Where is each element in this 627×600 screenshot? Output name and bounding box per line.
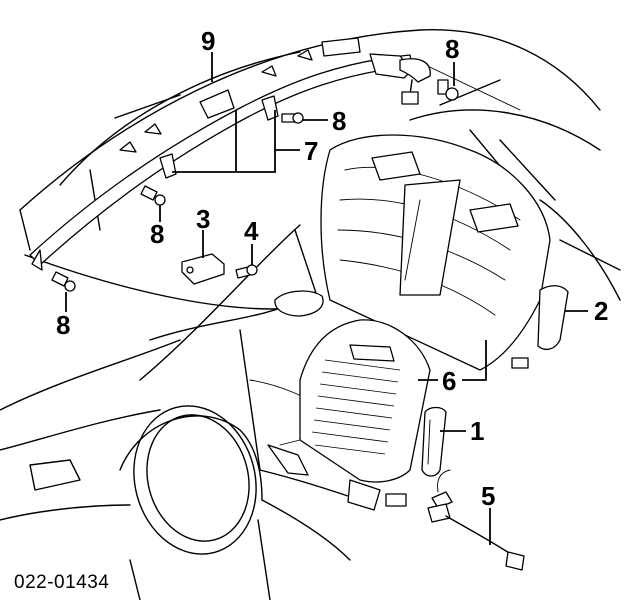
leader-lines xyxy=(65,52,588,545)
car-body-outline xyxy=(0,29,621,600)
callout-8-lower: 8 xyxy=(56,310,70,340)
bolt-8-left xyxy=(140,185,166,206)
callout-4: 4 xyxy=(244,216,259,246)
callout-9: 9 xyxy=(201,26,215,56)
curtain-airbag xyxy=(29,37,431,271)
crash-sensor xyxy=(181,253,225,285)
callout-8-mid: 8 xyxy=(332,106,346,136)
bolt-8-mid xyxy=(281,112,304,124)
wiring-harness xyxy=(427,469,525,571)
callout-2: 2 xyxy=(594,296,608,326)
rear-seat xyxy=(320,134,569,371)
callout-8-left: 8 xyxy=(150,219,164,249)
bolt-8-lower xyxy=(51,271,76,292)
callout-8-top: 8 xyxy=(445,34,459,64)
reference-code: 022-01434 xyxy=(14,572,109,593)
front-seat-frame xyxy=(267,319,431,511)
callout-5: 5 xyxy=(481,481,495,511)
front-side-airbag xyxy=(421,406,447,477)
callout-3: 3 xyxy=(196,204,210,234)
callouts: 9 8 8 7 8 3 4 8 2 6 1 5 xyxy=(56,26,608,511)
bolt-8-top xyxy=(437,79,459,101)
callout-6: 6 xyxy=(442,366,456,396)
bolt-4 xyxy=(235,264,258,279)
callout-7: 7 xyxy=(304,136,318,166)
callout-1: 1 xyxy=(470,416,484,446)
